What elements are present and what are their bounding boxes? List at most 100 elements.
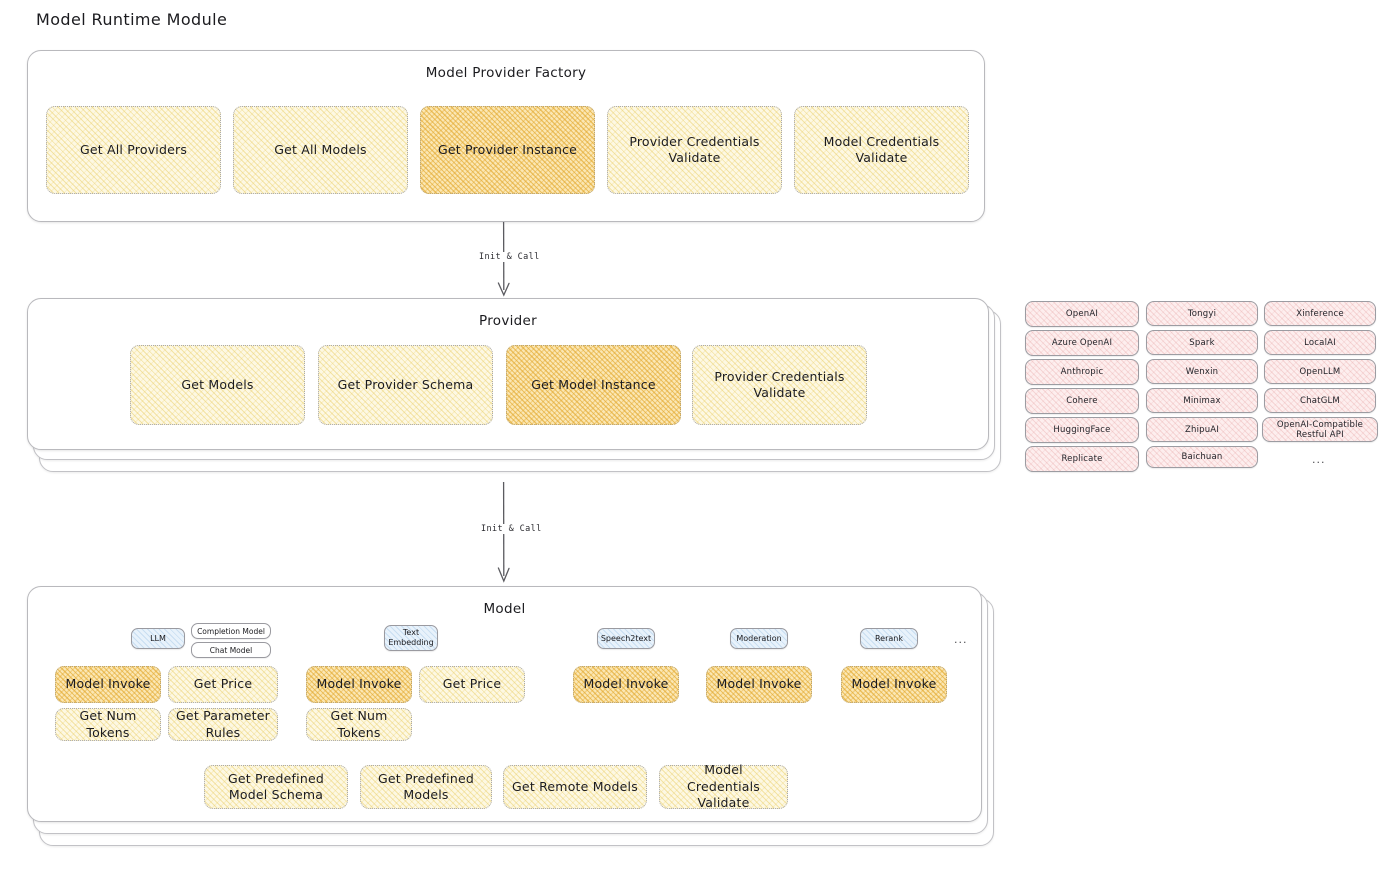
pill-label: HuggingFace [1053,425,1111,435]
provider-box-label: Get Models [181,376,254,392]
provider-box-label: Get Model Instance [531,376,656,392]
factory-box-provider-credentials-validate[interactable]: Provider Credentials Validate [607,106,782,194]
method-label: Get Parameter Rules [176,708,270,740]
badge-label: Moderation [736,633,782,643]
badge-label: Speech2text [600,633,652,643]
model-provider-factory-card: Model Provider Factory Get All Providers… [27,50,985,222]
model-type-badge-text-embedding[interactable]: Text Embedding [384,625,438,651]
factory-box-model-credentials-validate[interactable]: Model Credentials Validate [794,106,969,194]
provider-pill-huggingface[interactable]: HuggingFace [1025,417,1139,443]
method-label: Get Num Tokens [79,708,137,740]
model-card: Model LLM Completion Model Chat Model Mo… [27,586,982,822]
method-label: Model Invoke [583,676,669,692]
factory-box-label: Get Provider Instance [437,141,578,157]
method-label: Model Credentials Validate [686,762,761,811]
factory-box-get-all-providers[interactable]: Get All Providers [46,106,221,194]
arrow-label-init-and-call-2: Init & Call [478,524,545,534]
provider-card: Provider Get Models Get Provider Schema … [27,298,989,450]
provider-pill-spark[interactable]: Spark [1146,330,1258,355]
provider-pill-azure-openai[interactable]: Azure OpenAI [1025,330,1139,356]
provider-pill-anthropic[interactable]: Anthropic [1025,359,1139,385]
factory-box-label: Get All Models [274,141,367,157]
factory-box-get-all-models[interactable]: Get All Models [233,106,408,194]
arrow-provider-to-model [497,482,510,583]
model-method-moderation-model-invoke[interactable]: Model Invoke [706,666,812,703]
model-shared-model-credentials-validate[interactable]: Model Credentials Validate [659,762,788,811]
badge-label: LLM [150,633,166,643]
provider-pill-wenxin[interactable]: Wenxin [1146,359,1258,384]
method-label: Get Num Tokens [330,708,388,740]
model-method-speech2text-model-invoke[interactable]: Model Invoke [573,666,679,703]
factory-title: Model Provider Factory [425,65,587,81]
model-type-badge-rerank[interactable]: Rerank [860,628,918,649]
provider-pill-cohere[interactable]: Cohere [1025,388,1139,414]
method-label: Get Remote Models [512,778,638,794]
factory-box-label: Provider Credentials Validate [629,133,760,166]
pill-label: ChatGLM [1300,395,1340,406]
pill-label: Replicate [1061,454,1103,464]
model-method-text-embedding-model-invoke[interactable]: Model Invoke [306,666,412,703]
provider-pill-openai-compatible-restful-api[interactable]: OpenAI-Compatible Restful API [1262,417,1378,442]
pill-label: Azure OpenAI [1051,338,1113,348]
model-subbadge-completion-model[interactable]: Completion Model [191,623,271,639]
method-label: Model Invoke [65,676,151,692]
model-shared-get-remote-models[interactable]: Get Remote Models [503,765,647,809]
model-shared-get-predefined-models[interactable]: Get Predefined Models [360,765,492,809]
provider-title: Provider [479,313,537,329]
method-label: Model Invoke [851,676,937,692]
subbadge-label: Chat Model [209,645,253,655]
provider-pill-xinference[interactable]: Xinference [1264,301,1376,326]
model-type-badge-moderation[interactable]: Moderation [730,628,788,649]
provider-pill-openllm[interactable]: OpenLLM [1264,359,1376,384]
model-method-llm-get-num-tokens[interactable]: Get Num Tokens [55,708,161,741]
page-title: Model Runtime Module [36,10,228,29]
provider-pill-baichuan[interactable]: Baichuan [1146,446,1258,468]
model-shared-get-predefined-model-schema[interactable]: Get Predefined Model Schema [204,765,348,809]
method-label: Get Price [193,676,253,692]
pill-label: OpenLLM [1299,366,1341,377]
subbadge-label: Completion Model [197,626,265,636]
model-method-llm-get-parameter-rules[interactable]: Get Parameter Rules [168,708,278,741]
factory-box-get-provider-instance[interactable]: Get Provider Instance [420,106,595,194]
method-label: Model Invoke [316,676,402,692]
provider-list-ellipsis: ... [1312,453,1326,466]
factory-box-label: Get All Providers [79,141,188,157]
pill-label: Baichuan [1181,452,1223,462]
provider-box-label: Provider Credentials Validate [714,368,845,401]
badge-label: Text Embedding [388,628,434,647]
method-label: Get Price [442,676,502,692]
model-subbadge-chat-model[interactable]: Chat Model [191,642,271,658]
provider-box-label: Get Provider Schema [337,376,474,392]
method-label: Get Predefined Model Schema [228,770,324,803]
method-label: Get Predefined Models [378,770,474,803]
provider-pill-chatglm[interactable]: ChatGLM [1264,388,1376,413]
provider-box-get-models[interactable]: Get Models [130,345,305,425]
method-label: Model Invoke [716,676,802,692]
provider-pill-localai[interactable]: LocalAI [1264,330,1376,355]
model-type-badge-llm[interactable]: LLM [131,628,185,649]
model-method-llm-get-price[interactable]: Get Price [168,666,278,703]
model-types-ellipsis: ... [954,633,968,646]
arrow-label-init-and-call-1: Init & Call [476,252,543,262]
pill-label: Cohere [1066,396,1098,406]
provider-pill-tongyi[interactable]: Tongyi [1146,301,1258,326]
model-method-rerank-model-invoke[interactable]: Model Invoke [841,666,947,703]
pill-label: Wenxin [1185,366,1219,377]
provider-pill-minimax[interactable]: Minimax [1146,388,1258,413]
pill-label: ZhipuAI [1184,424,1220,435]
pill-label: OpenAI [1065,309,1099,319]
model-type-badge-speech2text[interactable]: Speech2text [597,628,655,649]
provider-box-get-model-instance[interactable]: Get Model Instance [506,345,681,425]
provider-pill-replicate[interactable]: Replicate [1025,446,1139,472]
provider-pill-zhipuai[interactable]: ZhipuAI [1146,417,1258,442]
provider-pill-openai[interactable]: OpenAI [1025,301,1139,327]
model-method-text-embedding-get-price[interactable]: Get Price [419,666,525,703]
model-title: Model [483,601,526,617]
pill-label: Xinference [1296,308,1344,319]
pill-label: Anthropic [1060,367,1104,377]
model-method-llm-model-invoke[interactable]: Model Invoke [55,666,161,703]
provider-box-provider-credentials-validate[interactable]: Provider Credentials Validate [692,345,867,425]
provider-box-get-provider-schema[interactable]: Get Provider Schema [318,345,493,425]
model-method-text-embedding-get-num-tokens[interactable]: Get Num Tokens [306,708,412,741]
pill-label: Minimax [1183,395,1221,406]
